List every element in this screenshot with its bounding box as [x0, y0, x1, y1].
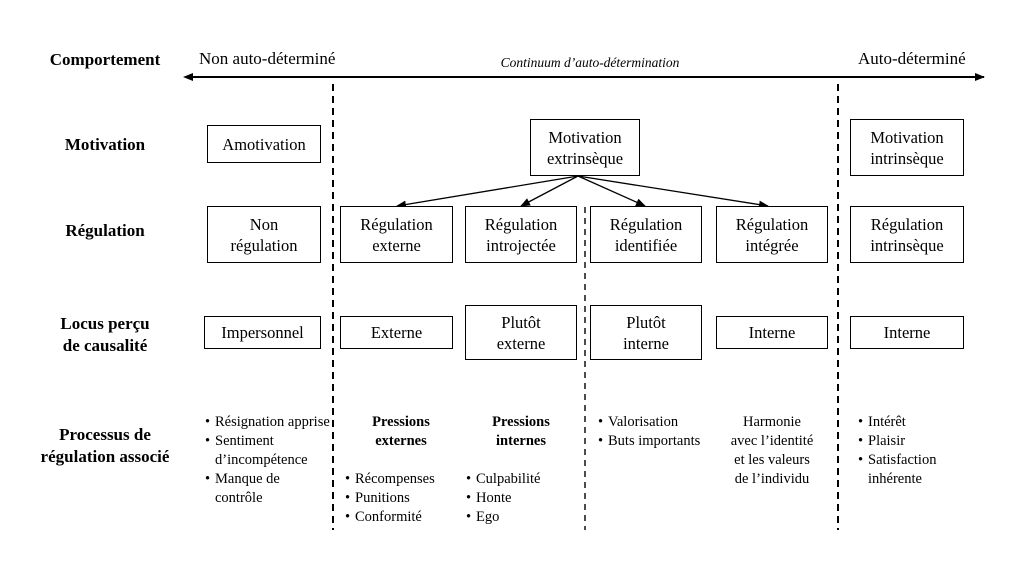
continuum-title: Continuum d’auto-détermination	[500, 55, 680, 70]
box-regulation-identifiee: Régulation identifiée	[590, 206, 702, 263]
continuum-left-label: Non auto-déterminé	[199, 49, 336, 68]
processus-item: Conformité	[345, 508, 457, 527]
processus-item: Manque de contrôle	[205, 470, 330, 508]
connector-to-regulation-integree	[577, 175, 769, 209]
box-regulation-intrinseque: Régulation intrinsèque	[850, 206, 964, 263]
connector-to-regulation-identifiee	[577, 175, 646, 207]
box-motivation-intrinseque: Motivation intrinsèque	[850, 119, 964, 176]
processus-identifiee: Valorisation Buts importants	[598, 413, 710, 451]
box-motivation-extrinseque: Motivation extrinsèque	[530, 119, 640, 176]
box-amotivation: Amotivation	[207, 125, 321, 163]
continuum-right-label: Auto-déterminé	[858, 49, 966, 68]
row-label-processus: Processus de régulation associé	[40, 425, 170, 466]
processus-item: Récompenses	[345, 470, 457, 489]
row-label-motivation: Motivation	[64, 135, 146, 154]
processus-item: Valorisation	[598, 413, 710, 432]
box-locus-externe: Externe	[340, 316, 453, 349]
processus-item: Punitions	[345, 489, 457, 508]
processus-item: Buts importants	[598, 432, 710, 451]
processus-integree: Harmonie avec l’identité et les valeurs …	[730, 414, 814, 487]
processus-item: Honte	[466, 489, 576, 508]
processus-heading: Pressions internes	[492, 414, 550, 449]
processus-item: Culpabilité	[466, 470, 576, 489]
box-regulation-externe: Régulation externe	[340, 206, 453, 263]
box-regulation-integree: Régulation intégrée	[716, 206, 828, 263]
box-non-regulation: Non régulation	[207, 206, 321, 263]
row-label-comportement: Comportement	[49, 50, 161, 69]
box-locus-interne-integree: Interne	[716, 316, 828, 349]
processus-item: Satisfaction inhérente	[858, 451, 968, 489]
box-locus-plutot-externe: Plutôt externe	[465, 305, 577, 360]
processus-externe: Pressions externes Récompenses Punitions…	[345, 413, 457, 527]
box-locus-impersonnel: Impersonnel	[204, 316, 321, 349]
processus-amotivation: Résignation apprise Sentiment d’incompét…	[205, 413, 330, 508]
box-regulation-introjectee: Régulation introjectée	[465, 206, 577, 263]
connector-to-regulation-externe	[396, 175, 579, 209]
box-locus-plutot-interne: Plutôt interne	[590, 305, 702, 360]
box-locus-interne-intrinseque: Interne	[850, 316, 964, 349]
processus-item: Intérêt	[858, 413, 968, 432]
processus-introjectee: Pressions internes Culpabilité Honte Ego	[466, 413, 576, 527]
processus-intrinseque: Intérêt Plaisir Satisfaction inhérente	[858, 413, 968, 489]
row-label-regulation: Régulation	[65, 221, 145, 240]
processus-item: Ego	[466, 508, 576, 527]
processus-item: Sentiment d’incompétence	[205, 432, 330, 470]
processus-item: Plaisir	[858, 432, 968, 451]
processus-heading: Pressions externes	[372, 414, 430, 449]
row-label-locus: Locus perçu de causalité	[60, 314, 150, 355]
processus-item: Résignation apprise	[205, 413, 330, 432]
connector-to-regulation-introjectee	[520, 175, 579, 207]
